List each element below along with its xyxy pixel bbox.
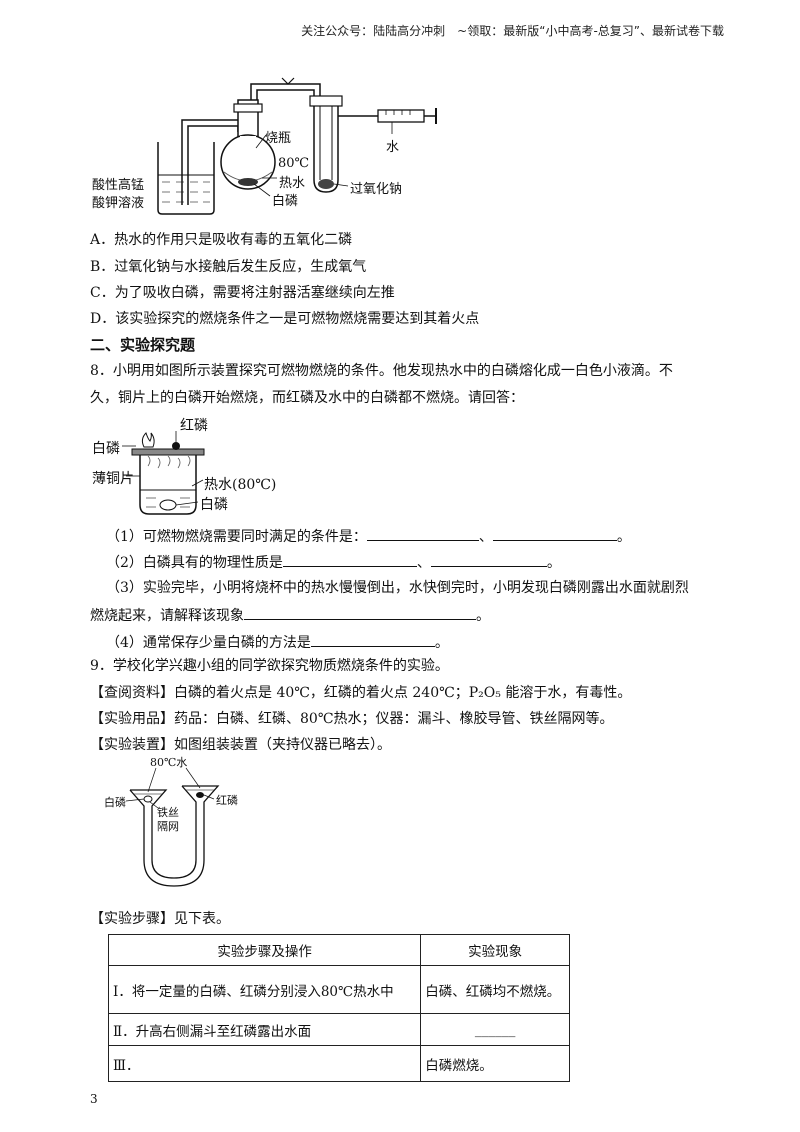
label-water: 水 xyxy=(386,140,400,155)
table-row: Ⅲ． 白磷燃烧。 xyxy=(107,1045,570,1082)
q8-sub1-text: （1）可燃物燃烧需要同时满足的条件是： xyxy=(106,529,367,545)
q8-sub3-text: 燃烧起来，请解释该现象 xyxy=(90,608,244,624)
table-header-row: 实验步骤及操作 实验现象 xyxy=(107,934,570,966)
q8-sub2: （2）白磷具有的物理性质是 、 。 xyxy=(106,552,561,572)
table-row: Ⅰ．将一定量的白磷、红磷分别浸入80℃热水中 白磷、红磷均不燃烧。 xyxy=(107,965,570,1014)
table-header-cell: 实验步骤及操作 xyxy=(107,934,422,966)
q8-sub2-text: （2）白磷具有的物理性质是 xyxy=(106,555,283,571)
label-80c-water: 80℃水 xyxy=(150,756,188,769)
q8-sub4-text: （4）通常保存少量白磷的方法是 xyxy=(106,635,311,651)
table-header-cell: 实验现象 xyxy=(420,934,570,966)
q9-info: 【查阅资料】白磷的着火点是 40℃，红磷的着火点 240℃；P₂O₅ 能溶于水，… xyxy=(90,685,632,701)
figure-q9-drawing xyxy=(125,767,220,887)
q8-sub2-blank-2[interactable] xyxy=(430,552,547,567)
q8-sub2-end: 。 xyxy=(546,555,561,571)
table-cell: 白磷、红磷均不燃烧。 xyxy=(420,965,570,1014)
q8-sub1: （1）可燃物燃烧需要同时满足的条件是： 、 。 xyxy=(106,526,631,546)
label-white-phosphorus: 白磷 xyxy=(272,194,299,209)
label-white-phosphorus-top: 白磷 xyxy=(92,441,120,457)
q8-sub1-sep: 、 xyxy=(478,529,493,545)
label-q9-white-phosphorus: 白磷 xyxy=(104,796,126,809)
q8-sub1-end: 。 xyxy=(616,529,631,545)
table-row: Ⅱ．升高右侧漏斗至红磷露出水面 ______ xyxy=(107,1013,570,1046)
table-cell: Ⅱ．升高右侧漏斗至红磷露出水面 xyxy=(107,1013,422,1046)
option-a: A．热水的作用只是吸收有毒的五氧化二磷 xyxy=(90,232,353,248)
table-cell: 白磷燃烧。 xyxy=(420,1045,570,1082)
q8-sub4: （4）通常保存少量白磷的方法是 。 xyxy=(106,632,449,652)
q8-sub2-sep: 、 xyxy=(416,555,431,571)
label-hot-water: 热水 xyxy=(279,176,306,191)
q9-steps-intro: 【实验步骤】见下表。 xyxy=(90,911,230,927)
label-white-phosphorus-water: 白磷 xyxy=(200,497,228,513)
figure-q7-drawing xyxy=(157,77,437,215)
q8-sub2-blank-1[interactable] xyxy=(282,552,417,567)
table-cell: Ⅲ． xyxy=(107,1045,422,1082)
page-number: 3 xyxy=(90,1092,98,1106)
label-sodium-peroxide: 过氧化钠 xyxy=(350,182,403,197)
q9-apparatus-text: 【实验装置】如图组装装置（夹持仪器已略去）。 xyxy=(90,737,391,753)
q8-stem-line2: 久，铜片上的白磷开始燃烧，而红磷及水中的白磷都不燃烧。请回答： xyxy=(90,390,524,406)
label-temp: 80℃ xyxy=(278,156,310,171)
label-red-phosphorus: 红磷 xyxy=(180,418,208,434)
label-kmno4-line1: 酸性高锰 xyxy=(92,178,145,193)
q8-sub4-blank[interactable] xyxy=(310,632,435,647)
q8-stem-line1: 8．小明用如图所示装置探究可燃物燃烧的条件。他发现热水中的白磷熔化成一白色小液滴… xyxy=(90,363,673,379)
steps-table: 实验步骤及操作 实验现象 Ⅰ．将一定量的白磷、红磷分别浸入80℃热水中 白磷、红… xyxy=(107,934,570,1082)
q9-materials: 【实验用品】药品：白磷、红磷、80℃热水；仪器：漏斗、橡胶导管、铁丝隔网等。 xyxy=(90,711,614,727)
label-copper-sheet: 薄铜片 xyxy=(92,471,134,487)
figure-q8-drawing xyxy=(122,431,205,515)
option-c: C．为了吸收白磷，需要将注射器活塞继续向左推 xyxy=(90,285,395,301)
q8-sub1-blank-1[interactable] xyxy=(366,526,479,541)
label-flask: 烧瓶 xyxy=(265,131,292,146)
table-cell: ______ xyxy=(420,1013,570,1046)
label-q9-red-phosphorus: 红磷 xyxy=(216,794,238,807)
section-title: 二、实验探究题 xyxy=(90,336,196,354)
label-mesh-line2: 隔网 xyxy=(157,820,179,833)
q8-sub4-end: 。 xyxy=(434,635,449,651)
q8-sub3-end: 。 xyxy=(476,608,490,624)
q8-sub3-line1: （3）实验完毕，小明将烧杯中的热水慢慢倒出，水快倒完时，小明发现白磷刚露出水面就… xyxy=(106,580,689,596)
label-kmno4-line2: 酸钾溶液 xyxy=(92,196,145,211)
option-d: D．该实验探究的燃烧条件之一是可燃物燃烧需要达到其着火点 xyxy=(90,311,480,327)
table-cell: Ⅰ．将一定量的白磷、红磷分别浸入80℃热水中 xyxy=(107,965,422,1014)
page-header: 关注公众号：陆陆高分冲刺 ~领取：最新版“小中高考-总复习”、最新试卷下载 xyxy=(301,24,724,38)
q8-sub3-line2: 燃烧起来，请解释该现象 。 xyxy=(90,605,490,625)
option-b: B．过氧化钠与水接触后发生反应，生成氧气 xyxy=(90,259,367,275)
q8-sub3-blank[interactable] xyxy=(244,605,476,620)
label-hot-water-80: 热水(80℃) xyxy=(204,477,277,493)
q8-sub1-blank-2[interactable] xyxy=(492,526,617,541)
label-mesh-line1: 铁丝 xyxy=(157,806,179,819)
q9-stem: 9．学校化学兴趣小组的同学欲探究物质燃烧条件的实验。 xyxy=(90,658,449,674)
